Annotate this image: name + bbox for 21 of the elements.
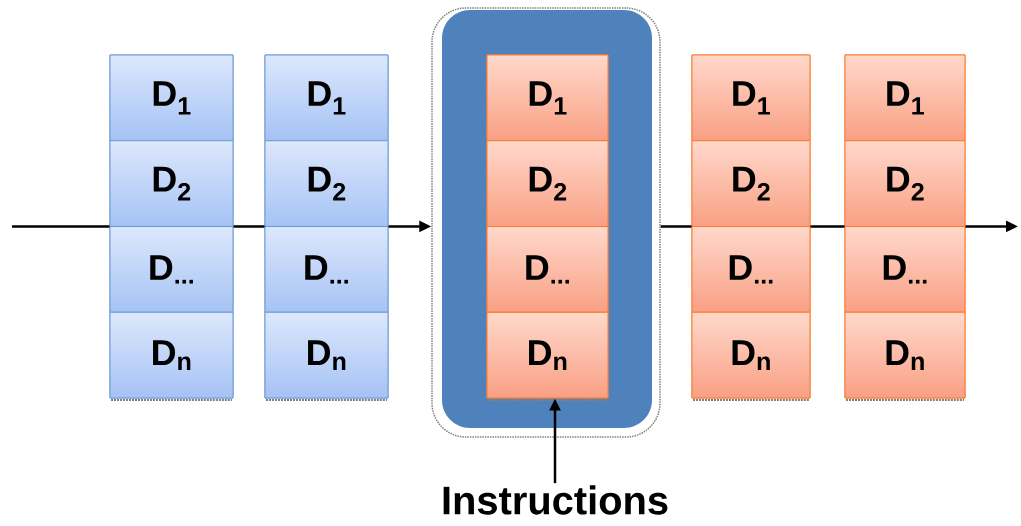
data-cell: D$_{n}$ [844, 311, 966, 399]
data-cell: D$_{1}$ [109, 54, 234, 142]
data-cell: D$_{1}$ [691, 54, 811, 142]
data-cell: D$_{n}$ [109, 311, 234, 399]
data-cell: D$_{...}$ [486, 226, 609, 313]
data-cell: D$_{2}$ [264, 140, 389, 227]
data-cell: D$_{n}$ [264, 311, 389, 399]
data-cell: D$_{...}$ [691, 226, 811, 313]
data-cell: D$_{n}$ [486, 311, 609, 399]
data-cell: D$_{2}$ [486, 140, 609, 227]
data-cell: D$_{...}$ [844, 226, 966, 313]
data-cell: D$_{...}$ [264, 226, 389, 313]
data-cell: D$_{2}$ [691, 140, 811, 227]
data-cell: D$_{...}$ [109, 226, 234, 313]
data-cell: D$_{1}$ [264, 54, 389, 142]
data-cell: D$_{2}$ [844, 140, 966, 227]
data-cell: D$_{1}$ [486, 54, 609, 142]
data-cell: D$_{2}$ [109, 140, 234, 227]
data-cell: D$_{n}$ [691, 311, 811, 399]
data-cell: D$_{1}$ [844, 54, 966, 142]
instructions-label: Instructions [443, 485, 668, 515]
